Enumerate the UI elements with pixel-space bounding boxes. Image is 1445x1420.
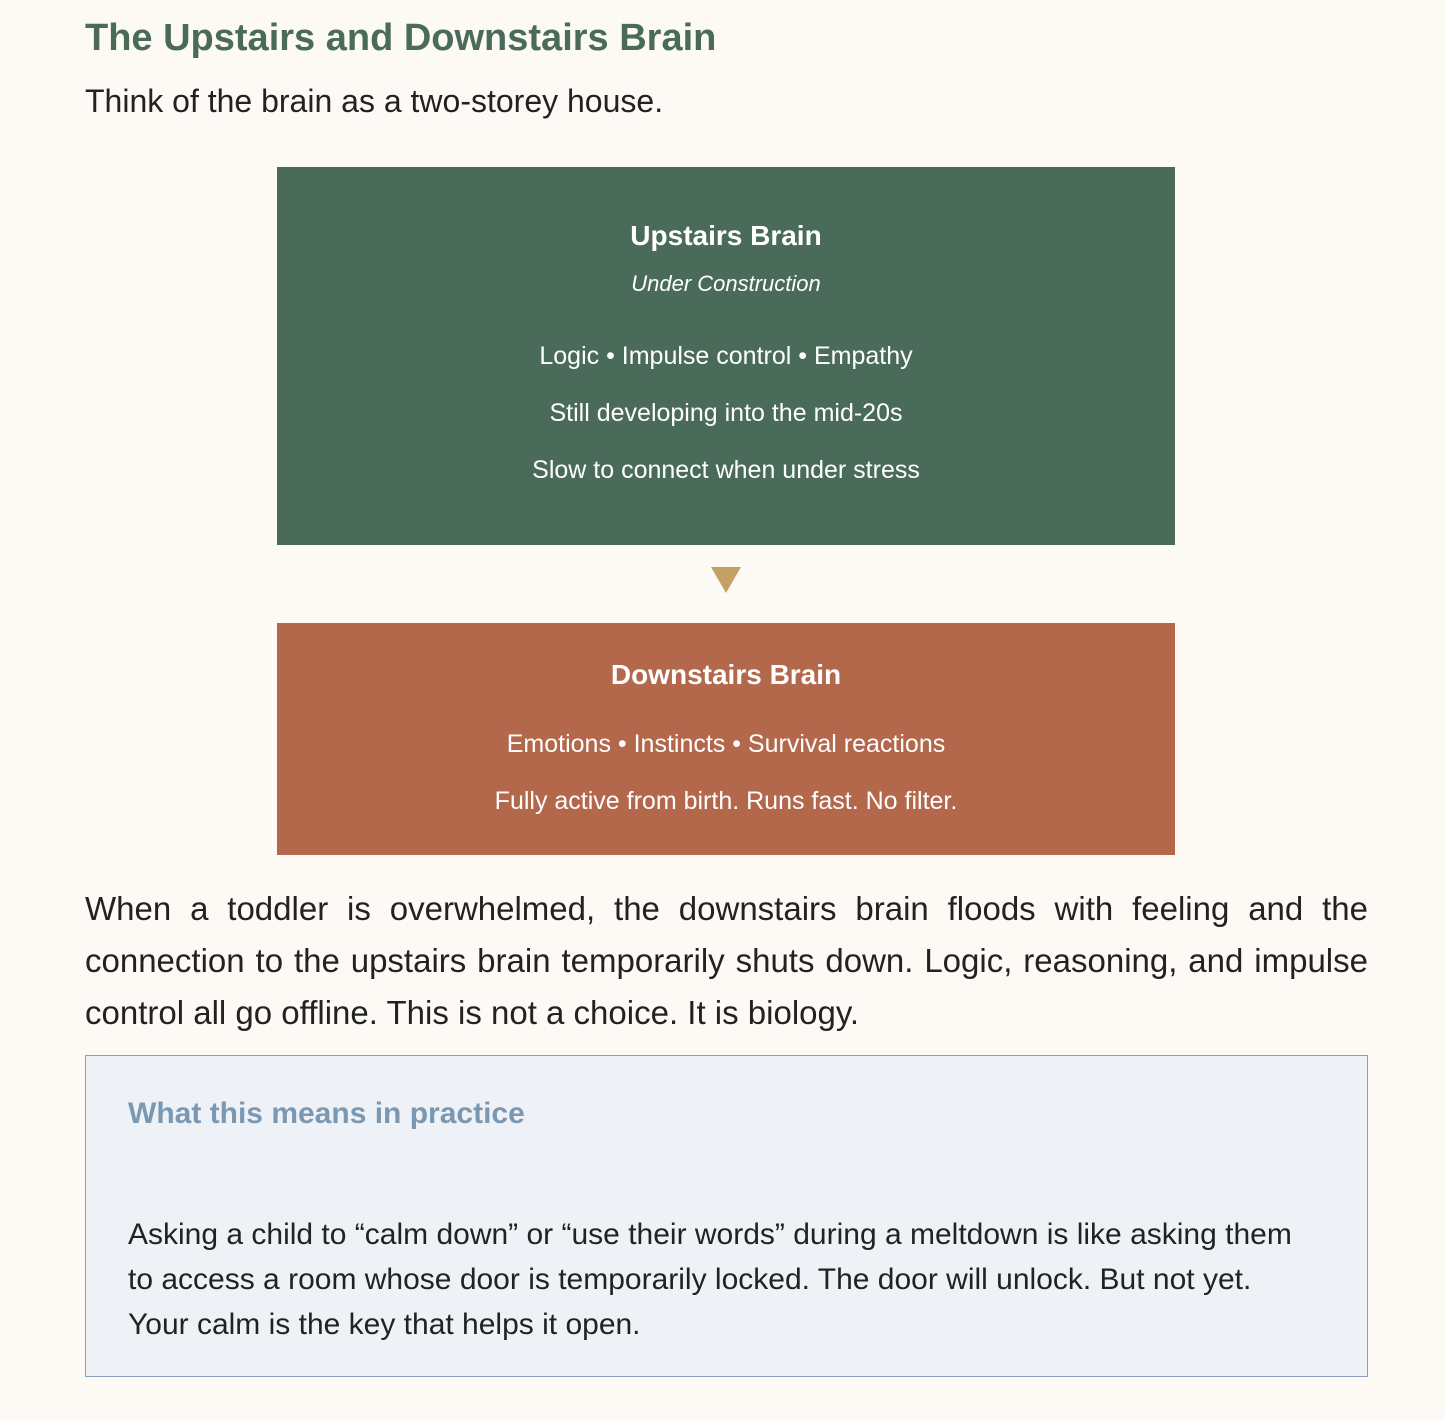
body-paragraph: When a toddler is overwhelmed, the downs…: [85, 890, 1368, 1031]
callout-text: Asking a child to “calm down” or “use th…: [128, 1218, 1292, 1341]
upstairs-brain-subheading: Under Construction: [631, 271, 821, 296]
upstairs-brain-box: Upstairs Brain Under Construction Logic …: [277, 167, 1175, 545]
callout-heading: What this means in practice: [128, 1097, 525, 1130]
down-triangle-icon: [711, 567, 741, 593]
downstairs-brain-box: Downstairs Brain Emotions • Instincts • …: [277, 623, 1175, 855]
downstairs-brain-heading: Downstairs Brain: [610, 659, 842, 690]
page-title: The Upstairs and Downstairs Brain: [85, 17, 717, 59]
upstairs-brain-line-1: Logic • Impulse control • Empathy: [539, 342, 913, 370]
upstairs-brain-line-3: Slow to connect when under stress: [532, 456, 920, 484]
downstairs-brain-line-2: Fully active from birth. Runs fast. No f…: [494, 787, 958, 815]
downstairs-brain-line-1: Emotions • Instincts • Survival reaction…: [506, 730, 946, 758]
upstairs-brain-heading: Upstairs Brain: [630, 220, 822, 251]
intro-text: Think of the brain as a two-storey house…: [85, 83, 664, 119]
upstairs-brain-line-2: Still developing into the mid-20s: [549, 399, 903, 427]
practice-callout: What this means in practice Asking a chi…: [85, 1055, 1368, 1377]
